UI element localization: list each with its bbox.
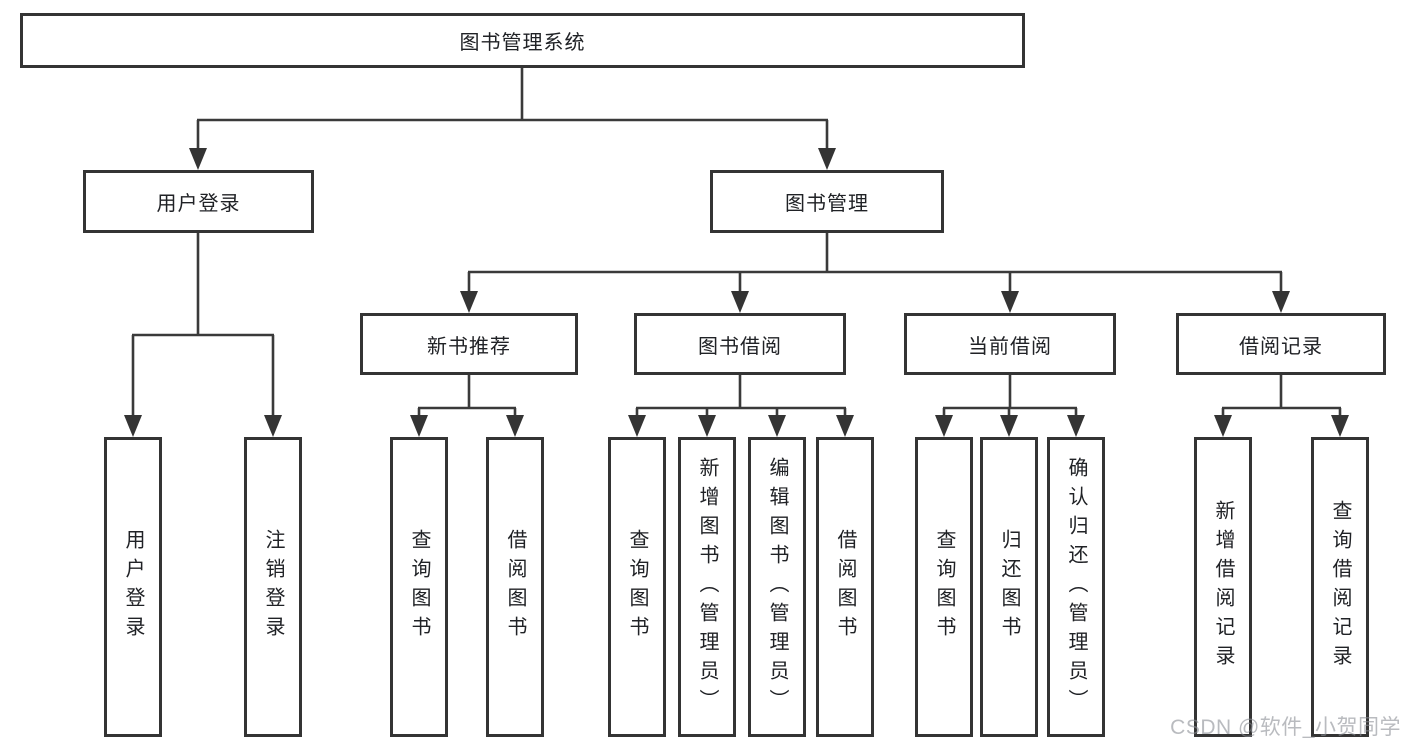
- node-book-borrowing: 图书借阅: [634, 313, 846, 375]
- node-label: 用户登录: [156, 193, 241, 215]
- node-label: 编辑图书（管理员）: [766, 456, 788, 718]
- node-label: 确认归还（管理员）: [1065, 456, 1087, 718]
- node-current-borrowing: 当前借阅: [904, 313, 1116, 375]
- leaf-borrow-books-recommend: 借阅图书: [486, 437, 544, 737]
- leaf-query-borrow-record: 查询借阅记录: [1311, 437, 1369, 737]
- leaf-add-books-admin: 新增图书（管理员）: [678, 437, 736, 737]
- leaf-confirm-return-admin: 确认归还（管理员）: [1047, 437, 1105, 737]
- node-label: 查询图书: [408, 529, 430, 645]
- node-label: 借阅记录: [1239, 335, 1323, 358]
- leaf-add-borrow-record: 新增借阅记录: [1194, 437, 1252, 737]
- node-label: 查询借阅记录: [1329, 500, 1351, 674]
- leaf-query-books-recommend: 查询图书: [390, 437, 448, 737]
- node-label: 图书借阅: [698, 335, 782, 358]
- node-borrowing-records: 借阅记录: [1176, 313, 1386, 375]
- node-label: 新书推荐: [427, 335, 511, 358]
- node-label: 注销登录: [262, 529, 284, 645]
- csdn-watermark: CSDN @软件_小贺同学: [1170, 716, 1401, 739]
- node-label: 借阅图书: [834, 529, 856, 645]
- node-label: 查询图书: [626, 529, 648, 645]
- leaf-query-books-current: 查询图书: [915, 437, 973, 737]
- node-label: 归还图书: [998, 529, 1020, 645]
- node-label: 查询图书: [933, 529, 955, 645]
- node-label: 图书管理系统: [459, 32, 586, 54]
- leaf-return-books: 归还图书: [980, 437, 1038, 737]
- node-library-management-system: 图书管理系统: [20, 13, 1025, 68]
- node-label: 借阅图书: [504, 529, 526, 645]
- node-label: 图书管理: [785, 193, 869, 215]
- node-new-book-recommend: 新书推荐: [360, 313, 578, 375]
- leaf-query-books-borrowing: 查询图书: [608, 437, 666, 737]
- leaf-edit-books-admin: 编辑图书（管理员）: [748, 437, 806, 737]
- leaf-user-login: 用户登录: [104, 437, 162, 737]
- node-label: 新增图书（管理员）: [696, 456, 718, 718]
- leaf-borrow-books: 借阅图书: [816, 437, 874, 737]
- leaf-logout: 注销登录: [244, 437, 302, 737]
- node-user-login: 用户登录: [83, 170, 314, 233]
- node-label: 当前借阅: [968, 335, 1052, 358]
- node-book-management: 图书管理: [710, 170, 944, 233]
- node-label: 新增借阅记录: [1212, 500, 1234, 674]
- node-label: 用户登录: [122, 529, 144, 645]
